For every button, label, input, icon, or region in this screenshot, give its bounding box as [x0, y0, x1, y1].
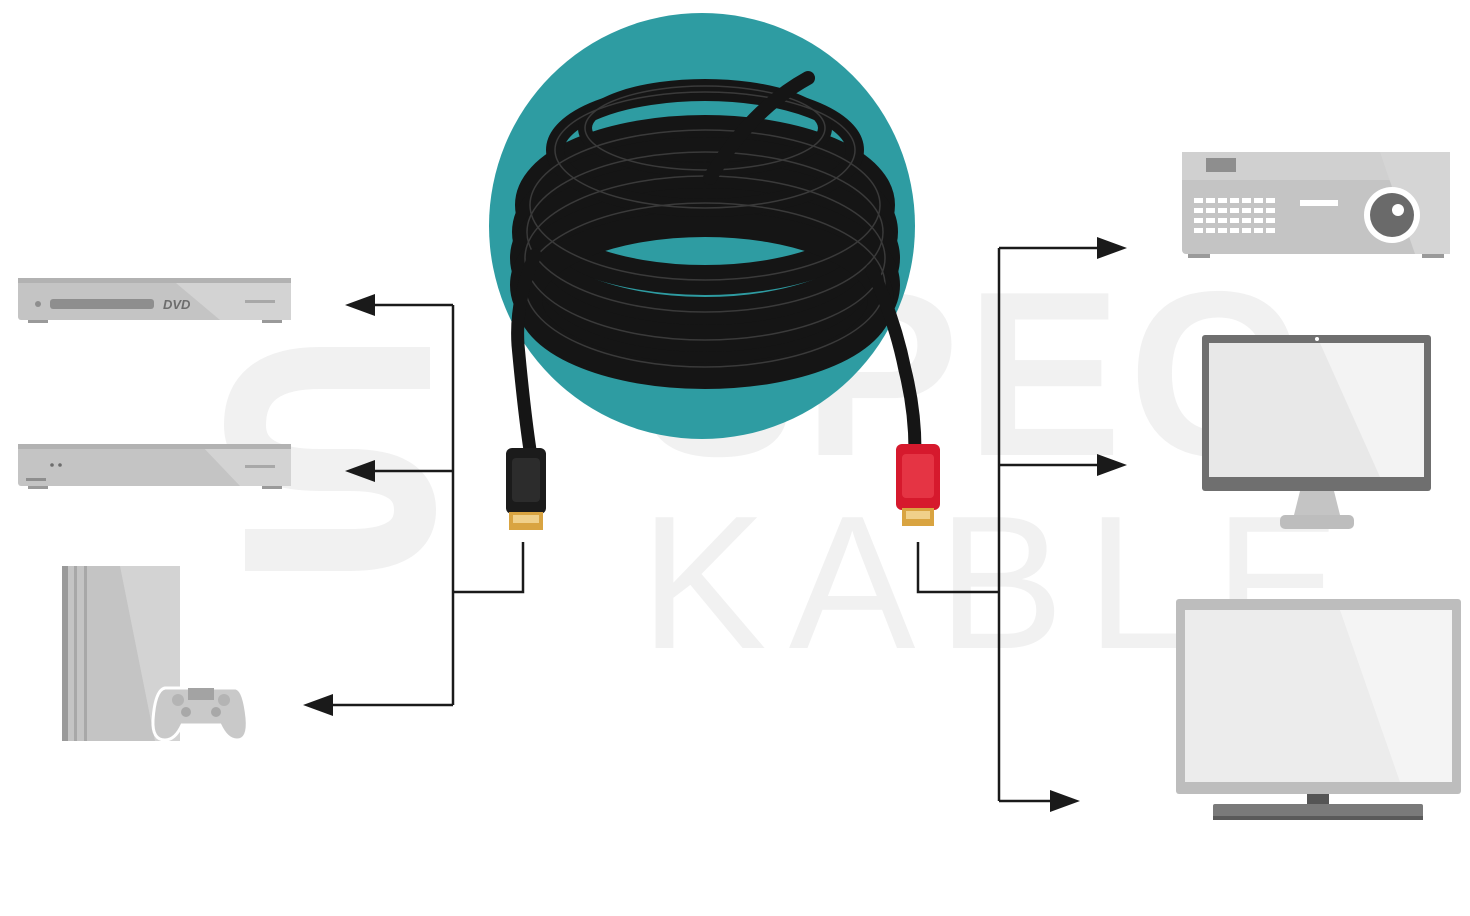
right-connector-lines	[916, 246, 1102, 803]
television-icon	[1176, 599, 1461, 820]
hdmi-connector-red	[896, 444, 940, 526]
arrow-to-game-console	[303, 694, 333, 716]
cable-top-loop	[703, 71, 815, 185]
dvd-logo: DVD	[163, 297, 191, 312]
cable-tail-right	[865, 263, 922, 457]
hdmi-cable-icon	[489, 13, 940, 530]
dvd-player-icon: DVD	[18, 278, 291, 323]
arrow-to-media-player	[345, 460, 375, 482]
hdmi-connector-black	[506, 448, 546, 530]
arrow-to-television	[1050, 790, 1080, 812]
game-console-icon	[62, 566, 180, 741]
gamepad-icon	[151, 686, 249, 742]
arrow-to-dvd-player	[345, 294, 375, 316]
arrow-to-projector	[1097, 237, 1127, 259]
projector-vent	[1194, 198, 1275, 233]
projector-icon	[1182, 152, 1450, 258]
cable-tail-left	[511, 248, 542, 457]
monitor-icon	[1202, 335, 1431, 529]
watermark-s-logo	[223, 347, 437, 571]
arrow-to-monitor	[1097, 454, 1127, 476]
media-player-icon	[18, 444, 291, 489]
left-connector-lines	[330, 303, 525, 707]
